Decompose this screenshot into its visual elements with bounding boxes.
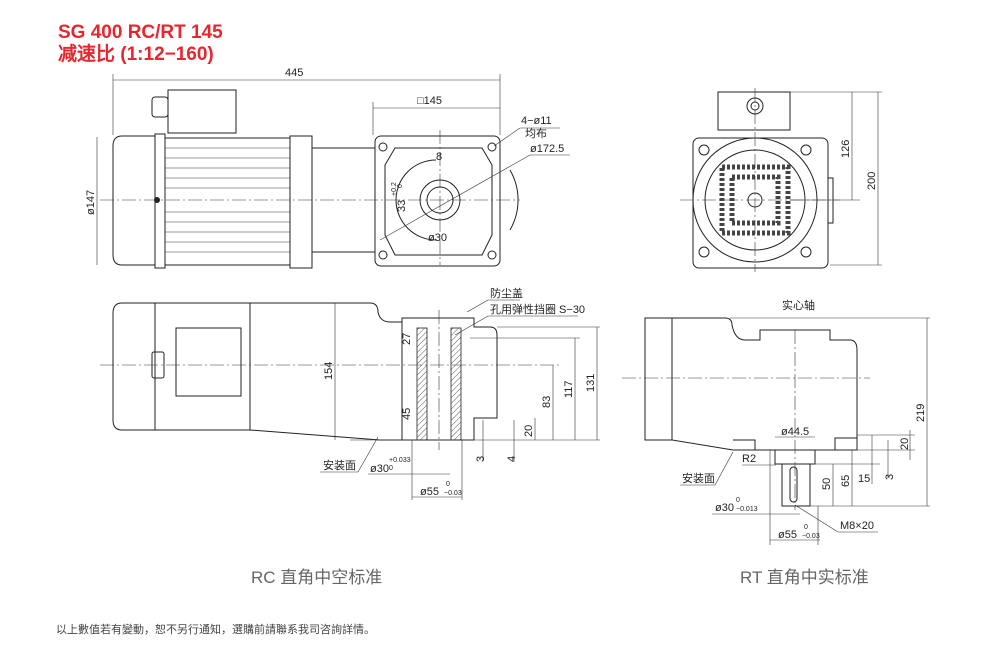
dim-bore: ø30 [370,463,389,475]
mount-face-label: 安装面 [682,471,715,485]
bolt-holes-note: 均布 [525,127,547,140]
dim-total-height: 200 [866,172,878,190]
dim-key-width: 8 [436,151,442,163]
pilot-tol-upper: 0 [446,481,450,488]
dim-boss: ø44.5 [781,426,809,438]
circlip-label: 孔用弹性挡圈 S−30 [490,302,585,316]
dim-15: 15 [858,473,870,485]
bolt-holes-label: 4−ø11 [521,115,552,127]
fan-cover [112,135,156,266]
footer-note: 以上數值若有變動，恕不另行通知，選購前請聯系我司咨詢詳情。 [56,624,375,636]
dust-cover-label: 防尘盖 [490,286,523,300]
dim-117: 117 [563,380,575,398]
dim-center-height: 126 [840,140,852,158]
model-title: SG 400 RC/RT 145 [58,22,223,43]
dim-bore: ø30 [428,232,447,244]
dim-shaft: ø30 [715,502,734,514]
dim-3: 3 [884,474,896,480]
terminal-box [717,91,791,131]
solid-shaft-label: 实心轴 [782,298,815,312]
rt-caption: RT 直角中实标准 [740,568,869,587]
bore-tol-upper: +0.033 [389,457,411,464]
dim-overall-length: 445 [285,67,303,79]
dim-motor-dia: ø147 [85,190,97,215]
dim-219: 219 [915,404,927,422]
dim-27: 27 [401,333,413,345]
thread-label: M8×20 [840,520,874,532]
dim-83: 83 [541,396,553,408]
dim-3: 3 [475,456,487,462]
pilot-tol-lower: −0.03 [444,490,462,497]
dim-131: 131 [585,374,597,392]
keyway-tol-upper: +0.2 [391,182,398,196]
motor-body [164,137,291,266]
dim-pilot: ø55 [778,529,797,541]
dim-keyway-depth: 33 [396,200,408,212]
bore-tol-lower: 0 [389,465,393,472]
flange [374,135,501,267]
dim-50: 50 [821,478,833,490]
dim-radius: R2 [742,453,756,465]
side-view-top: 445 □145 ø147 4−ø11 均布 ø172.5 8 33 +0.2 … [85,67,570,269]
dim-pilot: ø55 [420,486,439,498]
dim-45: 45 [401,408,413,420]
rt-view: 实心轴 219 20 15 3 50 65 ø44.5 R2 安装面 ø30 0… [622,298,930,545]
shaft-tol-upper: 0 [736,497,740,504]
end-view: 126 200 [680,88,882,272]
dim-65: 65 [840,475,852,487]
dim-20: 20 [899,438,911,450]
dim-pcd: ø172.5 [530,143,564,155]
dim-20: 20 [523,425,535,437]
dim-154: 154 [323,362,335,380]
mount-face-label: 安装面 [323,458,356,472]
rc-view: 154 131 117 83 20 27 45 3 4 安装面 ø30 +0.0… [100,286,600,500]
rc-caption: RC 直角中空标准 [251,568,383,587]
pilot-tol-lower: −0.03 [802,533,820,540]
pilot-tol-upper: 0 [804,524,808,531]
dim-flange-square: □145 [417,95,442,107]
terminal-box [167,89,237,134]
cooling-fins [165,147,290,253]
shaft-tol-lower: −0.013 [736,506,758,513]
ratio-subtitle: 减速比 (1:12−160) [58,44,214,65]
cable-gland [151,96,169,118]
keyway-tol-lower: 0 [397,184,404,188]
dim-4: 4 [506,456,518,462]
